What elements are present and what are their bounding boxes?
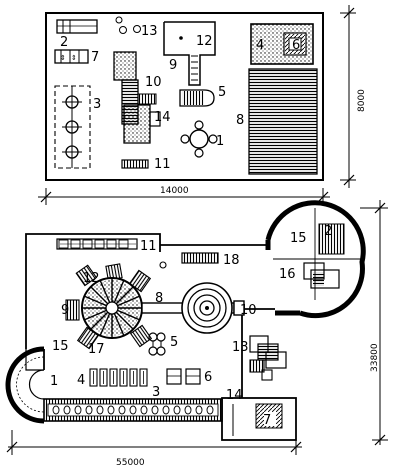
- lower-label-4: 4: [77, 373, 85, 388]
- lower-label-1: 1: [50, 374, 58, 389]
- lower-label-9: 9: [61, 303, 69, 318]
- lower-label-14: 14: [226, 388, 243, 403]
- upper-label-5: 5: [218, 85, 226, 100]
- lower-width-value: 55000: [116, 458, 145, 468]
- upper-label-13: 13: [141, 24, 158, 39]
- upper-item-3-equipment-zone: [54, 85, 91, 169]
- lower-label-5: 5: [170, 335, 178, 350]
- lower-label-6: 6: [204, 370, 212, 385]
- lower-label-11: 11: [140, 239, 157, 254]
- upper-item-4-room: [250, 23, 314, 65]
- lower-label-18: 18: [223, 253, 240, 268]
- lower-item-7-room: [221, 397, 297, 441]
- svg-text:⇕: ⇕: [71, 54, 77, 62]
- lower-item-11-chairs: [56, 238, 138, 250]
- lower-label-2: 2: [324, 224, 332, 239]
- lower-label-16: 16: [279, 267, 296, 282]
- upper-label-11: 11: [154, 157, 171, 172]
- lower-width-dimension: 55000: [6, 430, 302, 468]
- lower-label-13: 13: [232, 340, 249, 355]
- lower-colonnade: [43, 398, 223, 422]
- svg-text:⇕: ⇕: [60, 54, 66, 62]
- lower-round-tower: [265, 200, 366, 319]
- upper-label-4: 4: [256, 38, 264, 53]
- lower-plan: 11 18 12 9 8 10 17 5 15 1 4 6 3 13 14 7 …: [5, 200, 388, 468]
- lower-label-12: 12: [83, 271, 100, 286]
- upper-label-7: 7: [91, 50, 99, 65]
- upper-label-1: 1: [216, 134, 224, 149]
- upper-label-3: 3: [93, 97, 101, 112]
- lower-label-17: 17: [88, 342, 105, 357]
- upper-plan-outline: [45, 12, 324, 181]
- lower-item-12-carousel: [65, 263, 153, 350]
- lower-label-3: 3: [152, 385, 160, 400]
- lower-item-18-bench: [159, 252, 219, 269]
- lower-label-10: 10: [240, 303, 257, 318]
- lower-item-6-units: [166, 368, 201, 385]
- upper-label-8: 8: [236, 113, 244, 128]
- lower-label-8: 8: [155, 291, 163, 306]
- lower-label-15b: 15: [290, 231, 307, 246]
- lower-height-dimension: 33800: [360, 200, 388, 446]
- lower-label-7: 7: [263, 413, 271, 428]
- upper-item-7-bench: ⇕ ⇕: [54, 49, 89, 64]
- upper-width-dimension: 14000: [38, 186, 330, 205]
- lower-height-value: 33800: [370, 343, 380, 372]
- lower-label-15a: 15: [52, 339, 69, 354]
- upper-item-2-rack: [56, 19, 98, 34]
- lower-item-5-stools: [148, 332, 166, 356]
- upper-label-6: 6: [292, 38, 300, 53]
- upper-label-12: 12: [196, 34, 213, 49]
- upper-item-1-round-table: [180, 120, 218, 158]
- upper-label-14: 14: [154, 110, 171, 125]
- upper-plan: ⇕ ⇕: [38, 5, 367, 205]
- upper-height-dimension: 8000: [340, 5, 367, 188]
- upper-item-11-bench: [121, 159, 149, 169]
- upper-label-10: 10: [145, 75, 162, 90]
- upper-item-8-hatched-area: [248, 68, 318, 175]
- upper-central-block: [113, 51, 161, 144]
- upper-label-2: 2: [60, 35, 68, 50]
- upper-item-12-room: [163, 21, 216, 86]
- lower-item-4-lockers: [89, 368, 148, 387]
- upper-item-5-stair: [179, 89, 215, 107]
- upper-width-value: 14000: [160, 186, 189, 196]
- lower-item-10-target: [181, 282, 233, 334]
- upper-label-9: 9: [169, 58, 177, 73]
- upper-height-value: 8000: [357, 89, 367, 112]
- lower-item-13-stepped-structure: [249, 335, 287, 381]
- upper-item-13-fixtures: [115, 16, 141, 34]
